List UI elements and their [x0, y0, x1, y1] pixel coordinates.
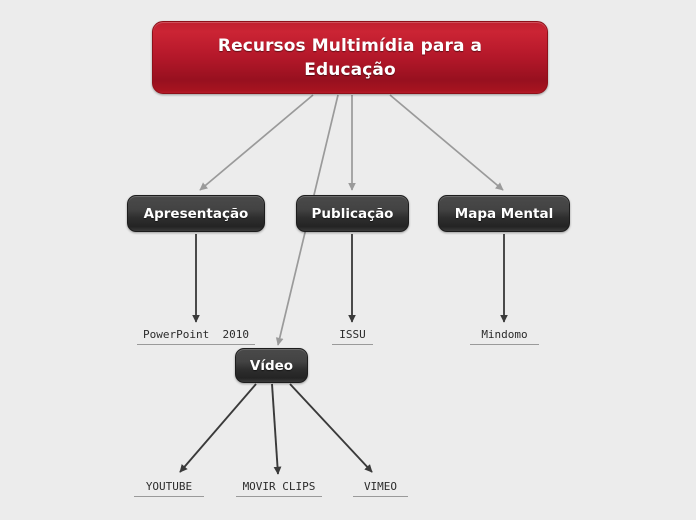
edge-root-to-mapa-mental	[389, 94, 504, 191]
sub-node-video[interactable]: Vídeo	[235, 348, 308, 383]
branch-node-publicacao[interactable]: Publicação	[296, 195, 409, 232]
edge-video-to-movir-clips	[271, 383, 282, 475]
leaf-label-vimeo[interactable]: VIMEO	[353, 480, 408, 497]
root-node-recursos-multimidia[interactable]: Recursos Multimídia para a Educação	[152, 21, 548, 94]
edge-video-to-vimeo	[289, 383, 373, 473]
leaf-label-powerpoint-2010[interactable]: PowerPoint 2010	[137, 328, 255, 345]
edge-root-to-apresentacao	[199, 94, 314, 191]
leaf-label-issu[interactable]: ISSU	[332, 328, 373, 345]
leaf-label-movir-clips[interactable]: MOVIR CLIPS	[236, 480, 322, 497]
leaf-label-mindomo[interactable]: Mindomo	[470, 328, 539, 345]
leaf-label-youtube[interactable]: YOUTUBE	[134, 480, 204, 497]
branch-node-apresentacao[interactable]: Apresentação	[127, 195, 265, 232]
branch-node-mapa-mental[interactable]: Mapa Mental	[438, 195, 570, 232]
edge-video-to-youtube	[179, 383, 257, 473]
